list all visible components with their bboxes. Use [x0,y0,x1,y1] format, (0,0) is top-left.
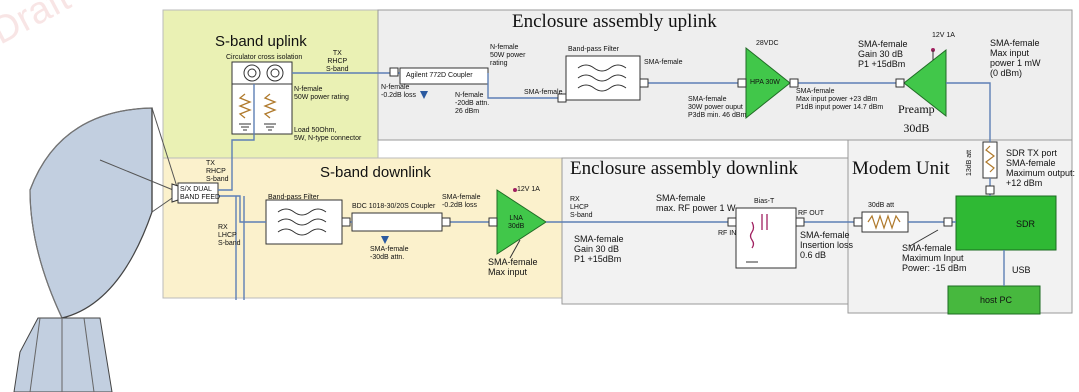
downlink-bandpass-filter [265,199,343,245]
rf-wiring [218,72,1005,300]
uplink-bpf-in-label: SMA-female [524,89,563,96]
uplink-coupler-atten-label: N-female-20dB attn.26 dBm [455,92,490,115]
uplink-bpf-label: Band-pass Filter [568,46,619,53]
sdr-label: SDR [1016,219,1036,229]
downlink-coupler-atten-label: SMA-female-30dB attn. [370,246,409,261]
lna-supply-label: 12V 1A [517,186,540,193]
modem-unit-title: Modem Unit [852,158,950,179]
usb-label: USB [1012,265,1031,275]
enclosure-uplink-region [377,9,1073,141]
rf-in-label: RF IN [718,230,737,237]
hpa-supply-label: 28VDC [756,40,779,47]
connectors [341,67,995,227]
enclosure-downlink-title: Enclosure assembly downlink [570,158,798,179]
hpa-label: HPA 30W [750,79,780,86]
enclosure-downlink-region [561,157,849,305]
uplink-bandpass-filter [565,55,641,101]
uplink-bpf-out-label: SMA-female [644,59,683,66]
s-band-uplink-title: S-band uplink [215,33,307,50]
biast-label: Bias-T [754,198,775,205]
attenuator-30db [861,211,909,233]
uplink-coupler-label: Agilent 772D Coupler [406,72,473,79]
downlink-bpf-label: Band-pass Filter [268,194,319,201]
host-pc [947,285,1041,315]
attenuator-13db [982,141,998,179]
s-band-downlink-title: S-band downlink [320,164,431,181]
load-label: Load 50Ohm,5W, N-type connector [294,127,362,142]
feed-horn [171,183,179,203]
attenuator-30db-label: 30dB att [868,202,895,209]
enclosure-uplink-title: Enclosure assembly uplink [512,11,717,32]
attenuator-13db-label: 13dB att [966,149,973,176]
preamp-supply-label: 12V 1A [932,32,955,39]
load-resistors [231,83,293,135]
dish-antenna [13,107,179,392]
circulator-label: Circulator cross isolation [226,54,303,61]
downlink-coupler-out-label: SMA-female-0.2dB loss [442,194,481,209]
sdr-device [955,195,1057,251]
bias-t [735,207,797,269]
host-pc-label: host PC [980,295,1013,305]
rf-out-label: RF OUT [798,210,825,217]
downlink-coupler-label: BDC 1018-30/20S Coupler [352,203,436,210]
downlink-coupler [351,212,443,232]
n-female-loss-label: N-female-0.2dB loss [381,84,417,99]
